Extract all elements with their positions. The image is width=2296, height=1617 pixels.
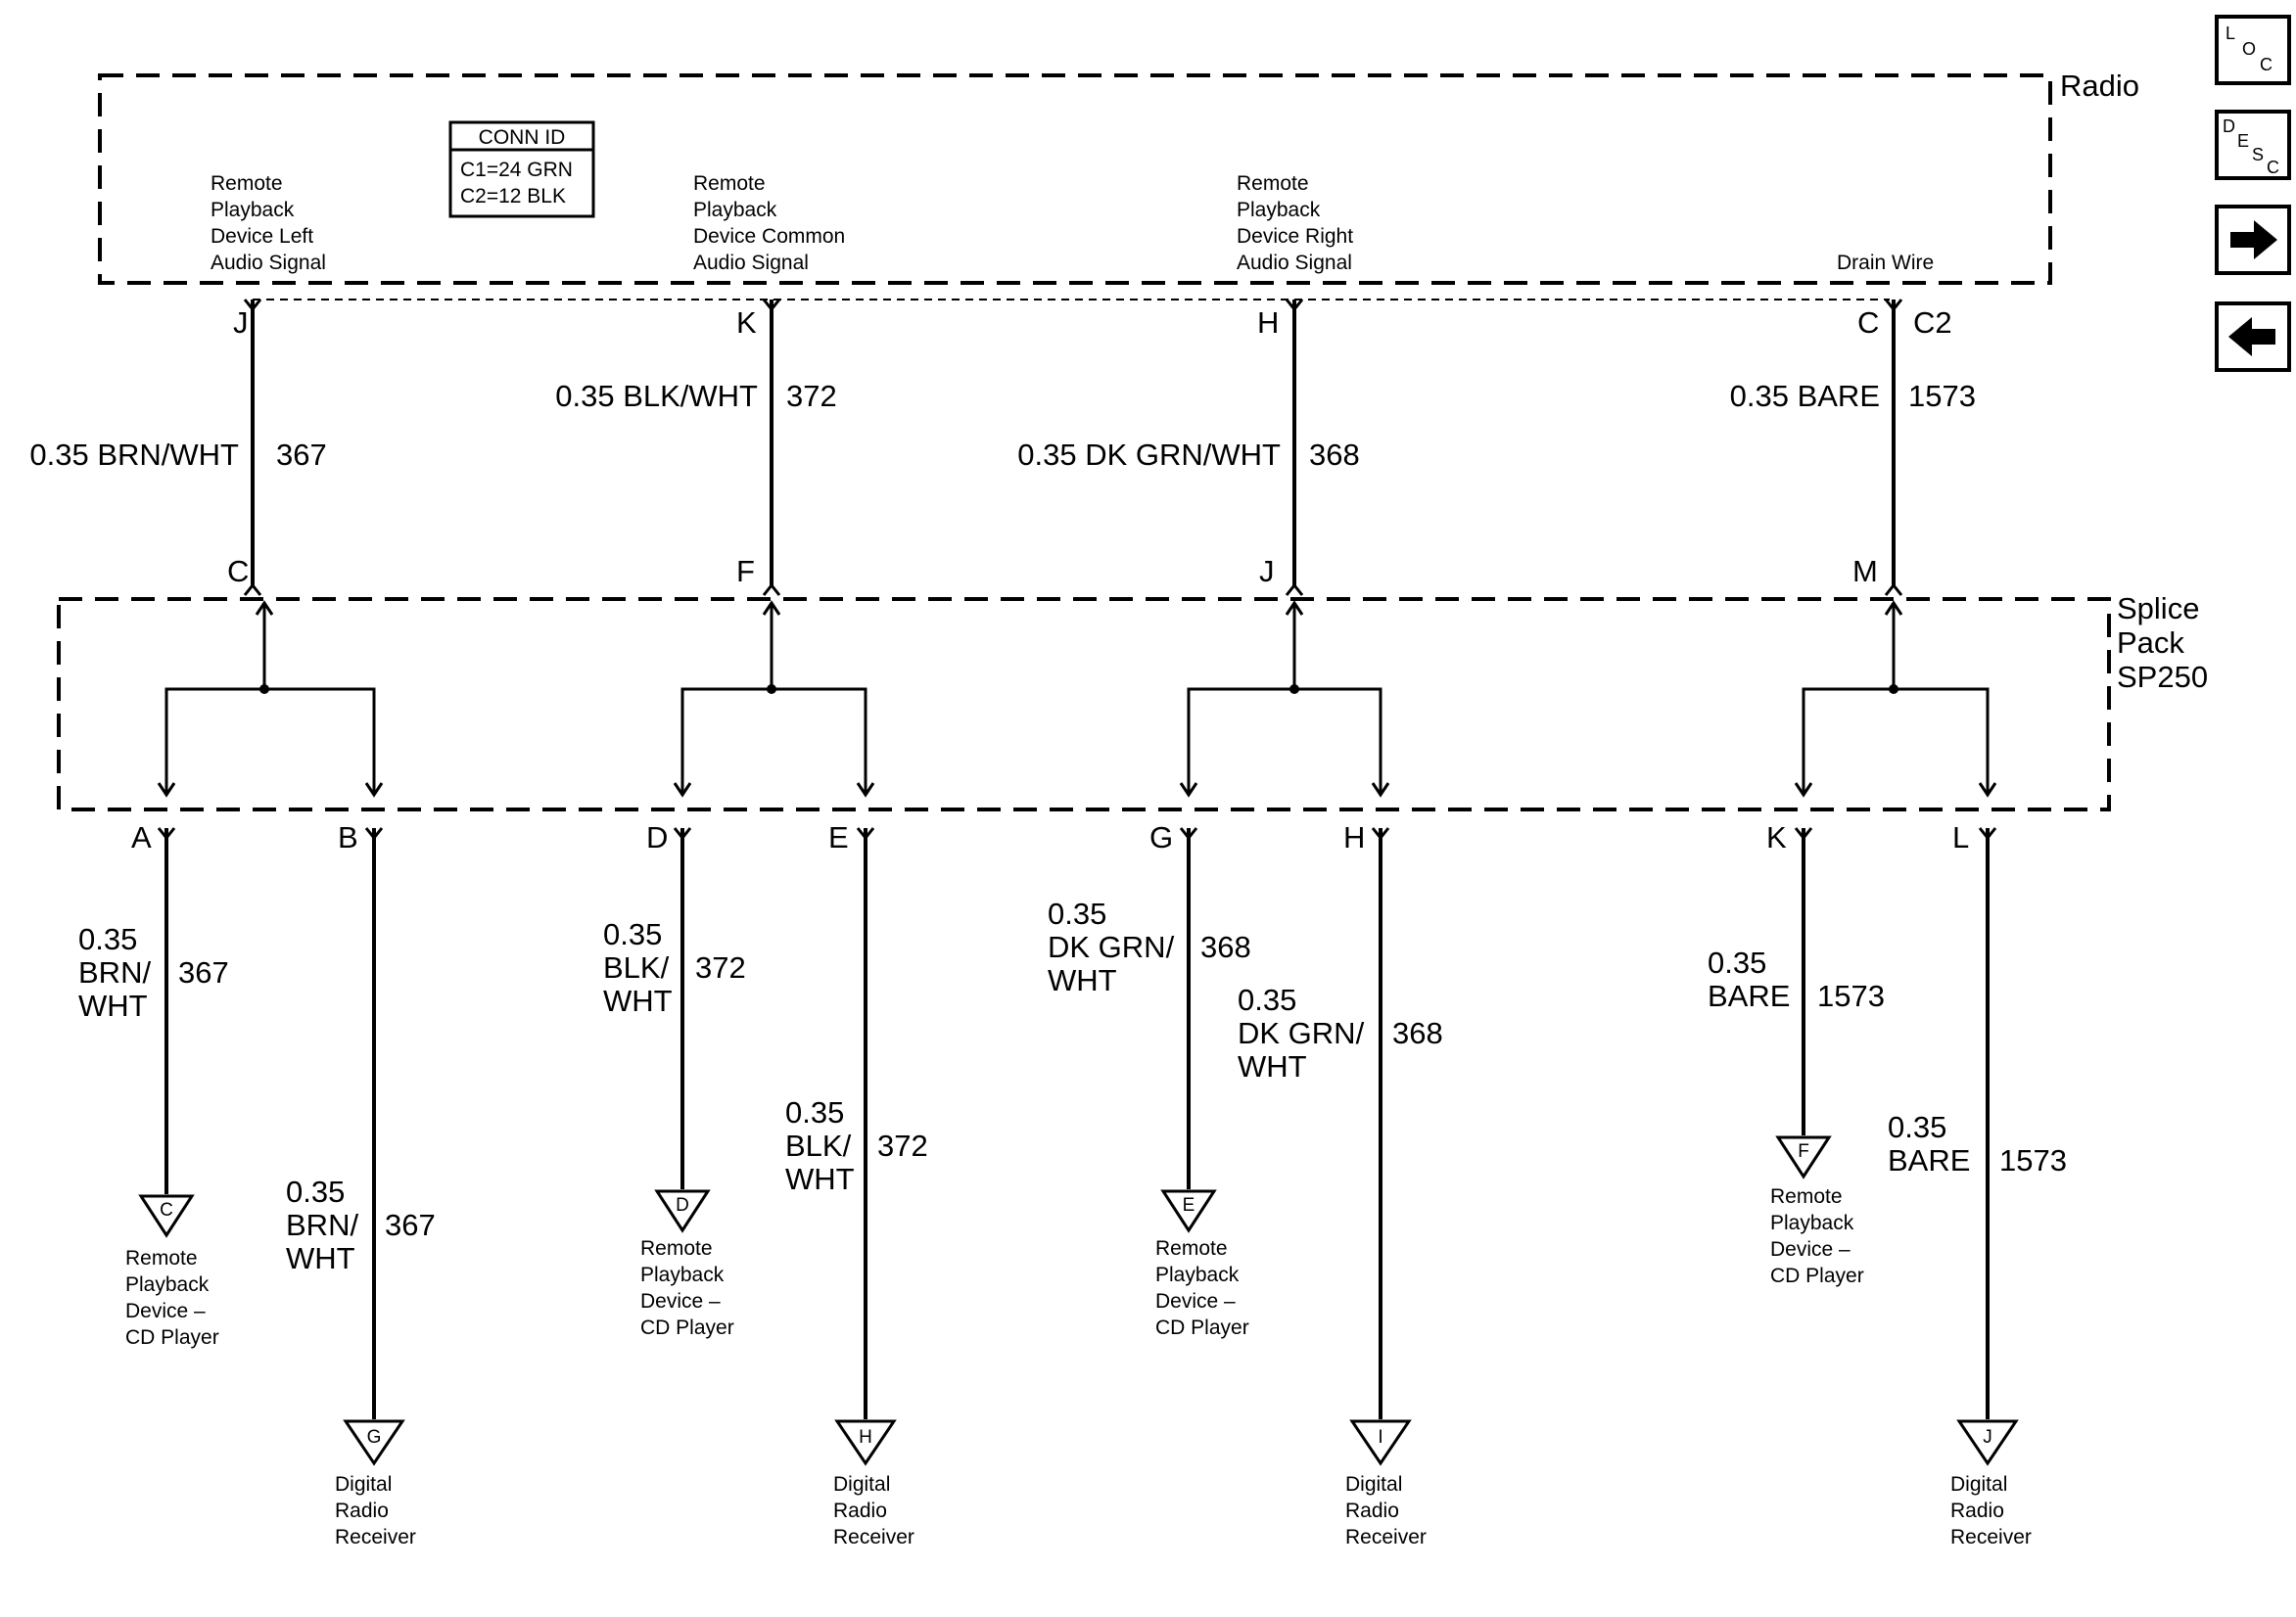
branch-wire-k-color: 0.35 BARE	[1708, 946, 1790, 1013]
branch-wire-b-circuit: 367	[385, 1208, 436, 1242]
destination-label-h: Digital Radio Receiver	[833, 1473, 914, 1548]
branch-wire-l-color: 0.35 BARE	[1888, 1110, 1970, 1178]
radio-box	[98, 73, 2052, 285]
destination-triangle-c	[138, 1194, 195, 1238]
destination-triangles	[138, 1135, 2019, 1466]
splice-pack-title: Splice Pack SP250	[2117, 591, 2208, 694]
splice-junction-dots	[259, 684, 1898, 694]
loc-button-l: L	[2226, 23, 2235, 43]
destination-letter-d: D	[676, 1195, 689, 1216]
destination-triangle-e	[1160, 1189, 1217, 1233]
previous-page-button[interactable]	[2215, 301, 2291, 372]
next-page-button[interactable]	[2215, 205, 2291, 275]
radio-signal-common-label: Remote Playback Device Common Audio Sign…	[693, 172, 851, 274]
destination-triangle-f	[1775, 1135, 1832, 1179]
splice-pin-k: K	[1766, 820, 1787, 855]
splice-top-pin-symbols	[243, 582, 1903, 596]
radio-pin-k: K	[736, 305, 757, 340]
arrow-left-icon	[2228, 317, 2275, 356]
arrow-right-icon	[2230, 220, 2277, 259]
desc-button-c: C	[2267, 158, 2279, 177]
splice-pin-e: E	[828, 820, 849, 855]
destination-triangle-i	[1349, 1419, 1412, 1466]
branch-wire-e-color: 0.35 BLK/ WHT	[785, 1095, 860, 1196]
main-wire-367-circuit: 367	[276, 438, 327, 472]
branch-wire-e-circuit: 372	[877, 1129, 928, 1163]
main-wire-367-color: 0.35 BRN/WHT	[29, 438, 239, 472]
radio-signal-right-label: Remote Playback Device Right Audio Signa…	[1237, 172, 1359, 274]
main-wire-372-circuit: 372	[786, 379, 837, 413]
desc-button-d: D	[2223, 116, 2235, 136]
branch-wire-a-circuit: 367	[178, 955, 229, 990]
radio-pin-h: H	[1257, 305, 1279, 340]
main-wire-372-color: 0.35 BLK/WHT	[555, 379, 758, 413]
destination-triangle-g	[343, 1419, 405, 1466]
destination-letter-j: J	[1983, 1427, 1992, 1448]
radio-pin-symbols	[243, 299, 1903, 312]
splice-pin-f: F	[736, 554, 755, 588]
radio-pin-c: C	[1857, 305, 1879, 340]
radio-pin-j: J	[233, 305, 249, 340]
destination-triangle-d	[654, 1189, 711, 1233]
main-wire-1573-circuit: 1573	[1908, 379, 1976, 413]
radio-title: Radio	[2060, 69, 2139, 103]
destination-label-f: Remote Playback Device – CD Player	[1770, 1185, 1864, 1287]
loc-button[interactable]: L O C	[2215, 15, 2291, 85]
destination-label-d: Remote Playback Device – CD Player	[640, 1237, 734, 1339]
drain-wire-label: Drain Wire	[1837, 252, 1934, 274]
destination-letter-f: F	[1798, 1141, 1809, 1162]
main-wire-368-circuit: 368	[1309, 438, 1360, 472]
branch-wire-h-circuit: 368	[1392, 1016, 1443, 1050]
branch-wire-h-color: 0.35 DK GRN/ WHT	[1238, 983, 1373, 1084]
loc-button-o: O	[2242, 39, 2256, 59]
branch-wire-a-color: 0.35 BRN/ WHT	[78, 922, 160, 1023]
destination-label-c: Remote Playback Device – CD Player	[125, 1247, 219, 1349]
main-wire-1573-color: 0.35 BARE	[1730, 379, 1880, 413]
main-wire-368-color: 0.35 DK GRN/WHT	[1017, 438, 1281, 472]
destination-letter-i: I	[1378, 1427, 1382, 1448]
radio-signal-left-label: Remote Playback Device Left Audio Signal	[211, 172, 326, 274]
splice-pin-a: A	[131, 820, 152, 855]
destination-label-j: Digital Radio Receiver	[1950, 1473, 2032, 1548]
splice-pin-m: M	[1852, 554, 1878, 588]
splice-pack-box	[57, 597, 2111, 811]
desc-button-e: E	[2237, 131, 2249, 151]
splice-pin-d: D	[646, 820, 668, 855]
destination-letter-e: E	[1183, 1195, 1195, 1216]
destination-label-i: Digital Radio Receiver	[1345, 1473, 1427, 1548]
conn-id-box: CONN ID C1=24 GRN C2=12 BLK	[448, 120, 595, 218]
desc-button-s: S	[2252, 145, 2264, 164]
branch-wires	[164, 828, 1990, 1419]
branch-wire-b-color: 0.35 BRN/ WHT	[286, 1175, 367, 1275]
desc-button[interactable]: D E S C	[2215, 110, 2291, 180]
branch-wire-g-circuit: 368	[1200, 930, 1251, 964]
branch-wire-l-circuit: 1573	[1999, 1143, 2067, 1178]
loc-button-c: C	[2260, 55, 2273, 74]
branch-wire-d-circuit: 372	[695, 950, 746, 985]
destination-letter-c: C	[160, 1200, 173, 1221]
splice-pin-g: G	[1149, 820, 1173, 855]
splice-internal-wiring	[157, 600, 1997, 798]
branch-wire-g-color: 0.35 DK GRN/ WHT	[1048, 897, 1183, 997]
destination-label-g: Digital Radio Receiver	[335, 1473, 416, 1548]
splice-pin-j: J	[1259, 554, 1275, 588]
main-wires	[251, 300, 1896, 585]
destination-triangle-j	[1956, 1419, 2019, 1466]
destination-letter-h: H	[859, 1427, 872, 1448]
splice-pin-h: H	[1343, 820, 1365, 855]
splice-bottom-pin-symbols	[157, 827, 1997, 841]
splice-pin-l: L	[1952, 820, 1969, 855]
branch-wire-k-circuit: 1573	[1817, 979, 1885, 1013]
branch-wire-d-color: 0.35 BLK/ WHT	[603, 917, 678, 1018]
destination-label-e: Remote Playback Device – CD Player	[1155, 1237, 1249, 1339]
destination-triangle-h	[834, 1419, 897, 1466]
splice-pin-c: C	[227, 554, 249, 588]
connector-c2-label: C2	[1913, 305, 1952, 340]
destination-letter-g: G	[367, 1427, 382, 1448]
splice-pin-b: B	[338, 820, 358, 855]
conn-id-c2: C2=12 BLK	[460, 185, 566, 208]
conn-id-c1: C1=24 GRN	[460, 159, 573, 181]
conn-id-header: CONN ID	[479, 126, 566, 149]
